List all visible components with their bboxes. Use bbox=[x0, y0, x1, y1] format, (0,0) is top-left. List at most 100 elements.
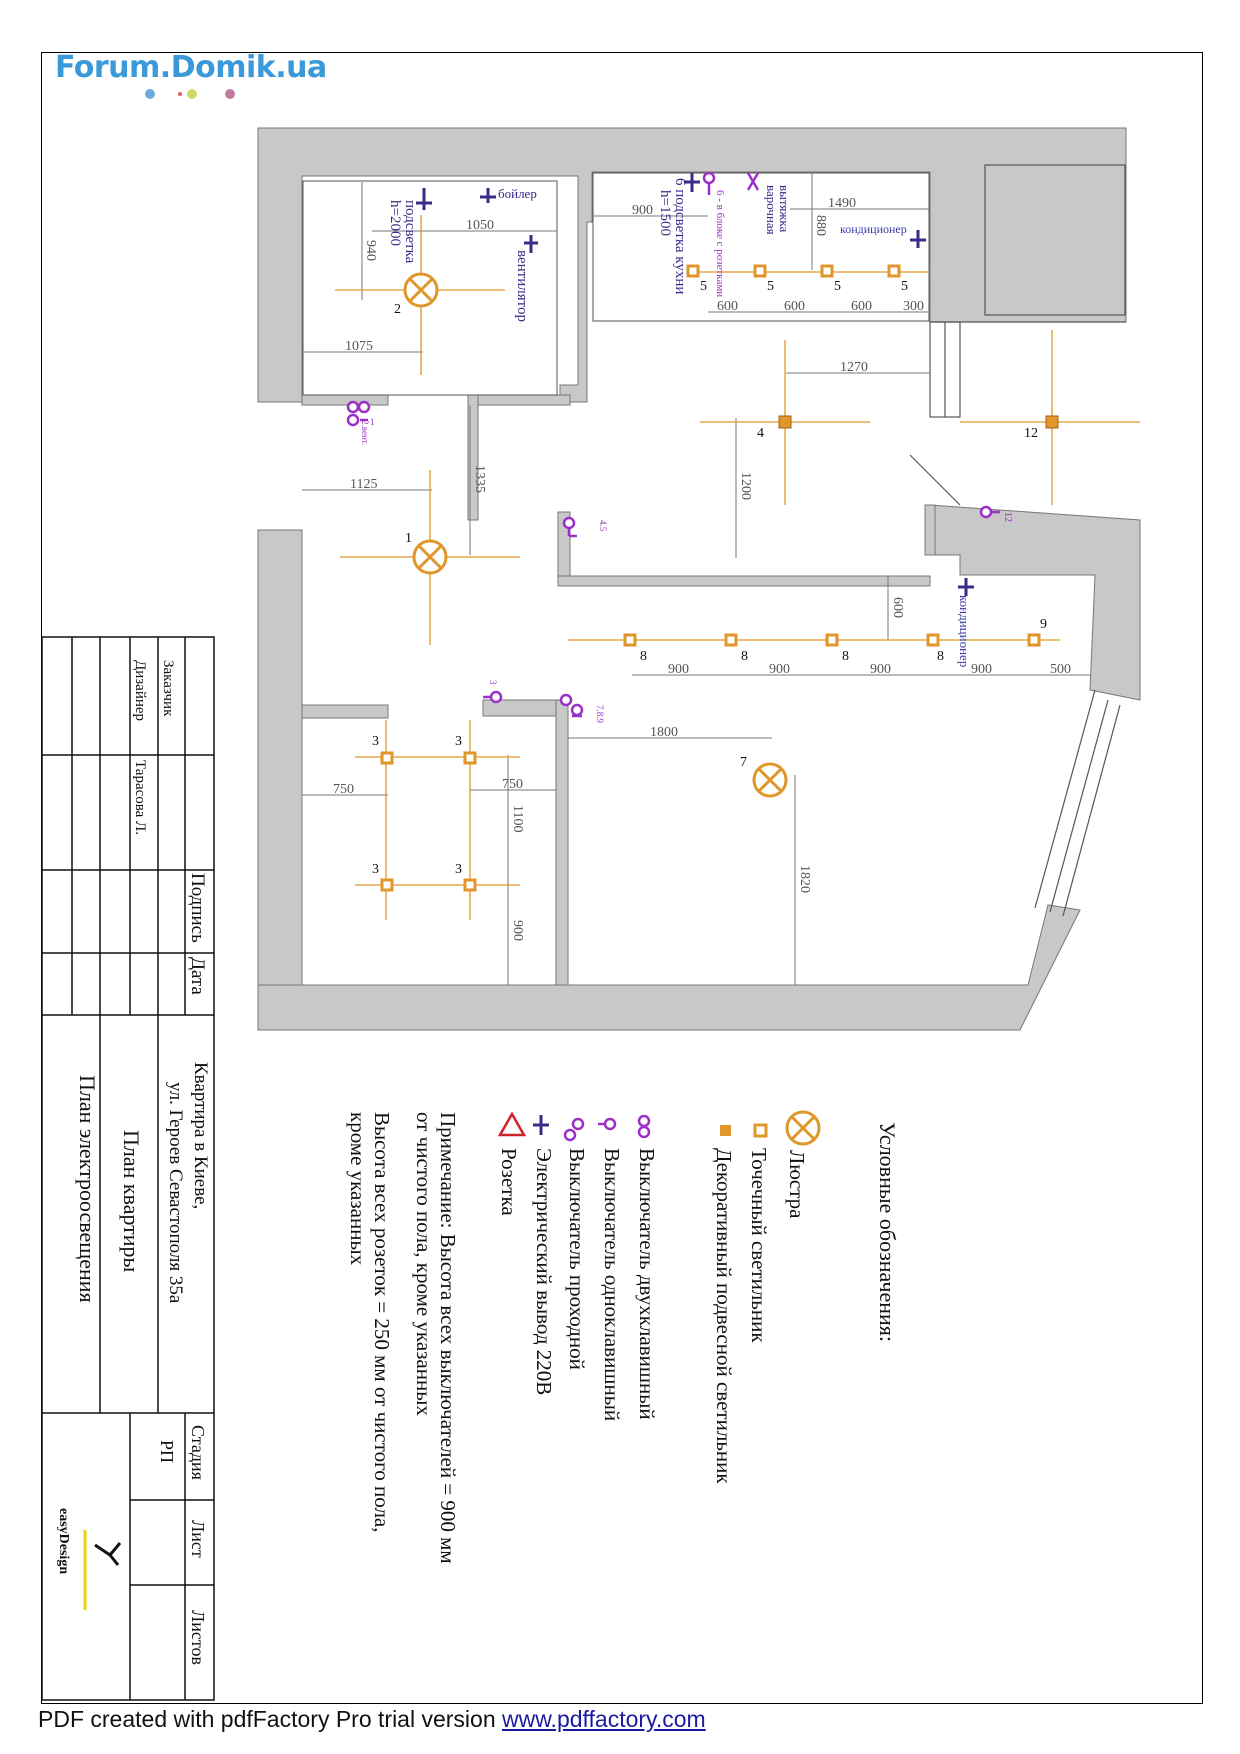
legend-title: Условные обозначения: bbox=[875, 1122, 900, 1342]
fixture-label: 4 bbox=[757, 426, 764, 441]
project-line2: ул. Героев Севастополя 35а bbox=[165, 1082, 186, 1304]
legend-item: Точечный светильник bbox=[747, 1148, 771, 1343]
dimension-label: 1125 bbox=[350, 477, 377, 492]
legend: Условные обозначения: bbox=[875, 1122, 900, 1342]
dimension-label: 1820 bbox=[797, 865, 812, 893]
dimension-label: 900 bbox=[632, 203, 653, 218]
plan-name: План квартиры bbox=[119, 1130, 144, 1273]
balcony bbox=[909, 164, 1126, 917]
note-line: Высота всех розеток = 250 мм от чистого … bbox=[370, 1112, 394, 1533]
dimension-label: 900 bbox=[870, 662, 891, 677]
legend-icons bbox=[497, 1110, 821, 1146]
switch-label: 7.8.9 bbox=[595, 705, 605, 724]
switch-label: 4.5 bbox=[598, 520, 608, 532]
dimension-label: 600 bbox=[717, 299, 738, 314]
fixture-label: 2 bbox=[394, 302, 401, 317]
fixture-label: 5 bbox=[700, 279, 707, 294]
dimension-label: 1270 bbox=[840, 360, 868, 375]
dimension-label: 600 bbox=[784, 299, 805, 314]
signature-label: Подпись bbox=[187, 873, 208, 943]
backlight-label: подсветка bbox=[402, 200, 418, 264]
site-logo[interactable]: Forum.Domik.ua bbox=[55, 50, 327, 85]
fixture-label: 8 bbox=[741, 649, 748, 664]
dimension-label: 1335 bbox=[472, 465, 487, 493]
legend-item: Электрический вывод 220В bbox=[532, 1148, 556, 1395]
switch-label: 2.вент. bbox=[360, 420, 370, 445]
fixture-label: 8 bbox=[937, 649, 944, 664]
dimension-label: 300 bbox=[903, 299, 924, 314]
fixture-label: 7 bbox=[740, 755, 747, 770]
logo-dots bbox=[145, 89, 235, 99]
dimension-lines bbox=[302, 173, 1090, 985]
walls bbox=[257, 127, 1141, 1031]
dimension-label: 900 bbox=[668, 662, 689, 677]
legend-item: Декоративный подвесной светильник bbox=[712, 1148, 736, 1484]
outlet-220-icon bbox=[416, 173, 974, 596]
stage-label: Стадия bbox=[188, 1425, 208, 1480]
fan-label: вентилятор bbox=[514, 250, 530, 322]
legend-item: Розетка bbox=[497, 1148, 521, 1216]
dimension-label: 500 bbox=[1050, 662, 1071, 677]
note-line: кроме указанных bbox=[346, 1112, 370, 1266]
project-line1: Квартира в Киеве, bbox=[190, 1062, 211, 1209]
fixture-label: 9 bbox=[1040, 617, 1047, 632]
dimension-label: 900 bbox=[510, 920, 525, 941]
dimension-label: 1100 bbox=[510, 805, 525, 832]
kitchen-backlight-label: 6 подсветка кухни bbox=[672, 178, 688, 294]
dimension-label: 750 bbox=[502, 777, 523, 792]
footer-link[interactable]: www.pdffactory.com bbox=[502, 1706, 706, 1732]
fixture-label: 3 bbox=[372, 734, 379, 749]
kitchen-backlight-height: h=1500 bbox=[657, 190, 673, 236]
dimension-label: 750 bbox=[333, 782, 354, 797]
fixture-label: 3 bbox=[455, 862, 462, 877]
hood-label: вытяжка bbox=[777, 185, 792, 232]
title-block bbox=[41, 636, 215, 1701]
fixture-label: 3 bbox=[372, 862, 379, 877]
pendant-light-icon bbox=[778, 415, 1059, 429]
dimension-label: 1800 bbox=[650, 725, 678, 740]
fixture-label: 3 bbox=[455, 734, 462, 749]
date-label: Дата bbox=[187, 957, 208, 995]
fixture-label: 1 bbox=[405, 531, 412, 546]
fixture-label: 12 bbox=[1024, 426, 1038, 441]
footer-text: PDF created with pdfFactory Pro trial ve… bbox=[38, 1706, 496, 1732]
designer-label: Дизайнер bbox=[132, 660, 148, 721]
switch-icon bbox=[346, 171, 1000, 718]
legend-item: Выключатель одноклавишный bbox=[600, 1148, 624, 1421]
sheet-name: План электроосвещения bbox=[75, 1075, 100, 1303]
switch-label: 3 bbox=[488, 680, 498, 685]
dimension-label: 1200 bbox=[738, 472, 753, 500]
company-logo: easyDesign bbox=[56, 1508, 122, 1610]
dimension-label: 900 bbox=[971, 662, 992, 677]
legend-item: Люстра bbox=[785, 1150, 809, 1219]
designer-name: Тарасова Л. bbox=[132, 760, 148, 835]
note-line: Примечание: Высота всех выключателей = 9… bbox=[436, 1112, 460, 1564]
fixture-label: 5 bbox=[834, 279, 841, 294]
stage-value: РП bbox=[157, 1440, 177, 1463]
backlight-height: h=2000 bbox=[387, 200, 403, 246]
fixture-label: 8 bbox=[842, 649, 849, 664]
dimension-label: 1490 bbox=[828, 196, 856, 211]
switch-label: 1 bbox=[370, 417, 375, 427]
sheets-label: Листов bbox=[188, 1610, 208, 1665]
dimension-label: 900 bbox=[769, 662, 790, 677]
customer-label: Заказчик bbox=[160, 660, 176, 717]
legend-item: Выключатель двухклавишный bbox=[635, 1148, 659, 1420]
chandelier-icon bbox=[403, 272, 788, 798]
fixture-label: 5 bbox=[767, 279, 774, 294]
legend-item: Выключатель проходной bbox=[565, 1148, 589, 1370]
dimension-label: 940 bbox=[363, 240, 378, 261]
company-logo-text: easyDesign bbox=[56, 1508, 71, 1574]
dimension-label: 600 bbox=[890, 597, 905, 618]
spot-light-icon bbox=[380, 264, 1041, 892]
dimension-label: 1075 bbox=[345, 339, 373, 354]
ac-label: кондиционер bbox=[840, 222, 907, 236]
hood-label-2: варочная bbox=[764, 185, 779, 235]
dimension-label: 1050 bbox=[466, 218, 494, 233]
boiler-label: бойлер bbox=[498, 186, 537, 201]
sheet-label: Лист bbox=[188, 1520, 208, 1558]
fixture-label: 5 bbox=[901, 279, 908, 294]
switch-label: 12 bbox=[1002, 512, 1013, 522]
dimension-label: 600 bbox=[851, 299, 872, 314]
